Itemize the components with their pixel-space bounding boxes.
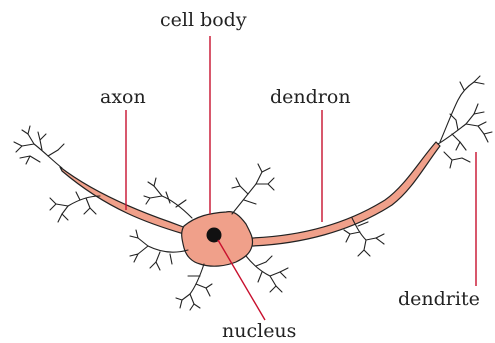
dendron-terminal-right — [438, 76, 492, 168]
dendrite-cluster-bottom — [176, 264, 212, 310]
dendrite-cluster-bottom-left — [130, 230, 188, 270]
dendrite-cluster-top-right — [232, 164, 274, 214]
axon-terminal-left — [14, 126, 64, 168]
dendrite-cluster-bottom-right — [246, 256, 288, 292]
dendrite-cluster-top-left — [144, 178, 192, 218]
label-nucleus: nucleus — [222, 320, 296, 342]
label-dendrite: dendrite — [398, 288, 480, 310]
label-dendron: dendron — [270, 86, 351, 108]
dendron-fibre — [252, 142, 440, 246]
label-cell-body: cell body — [160, 9, 247, 31]
nucleus — [207, 228, 222, 243]
label-axon: axon — [100, 86, 146, 108]
axon-terminal-lower-left — [50, 192, 100, 222]
